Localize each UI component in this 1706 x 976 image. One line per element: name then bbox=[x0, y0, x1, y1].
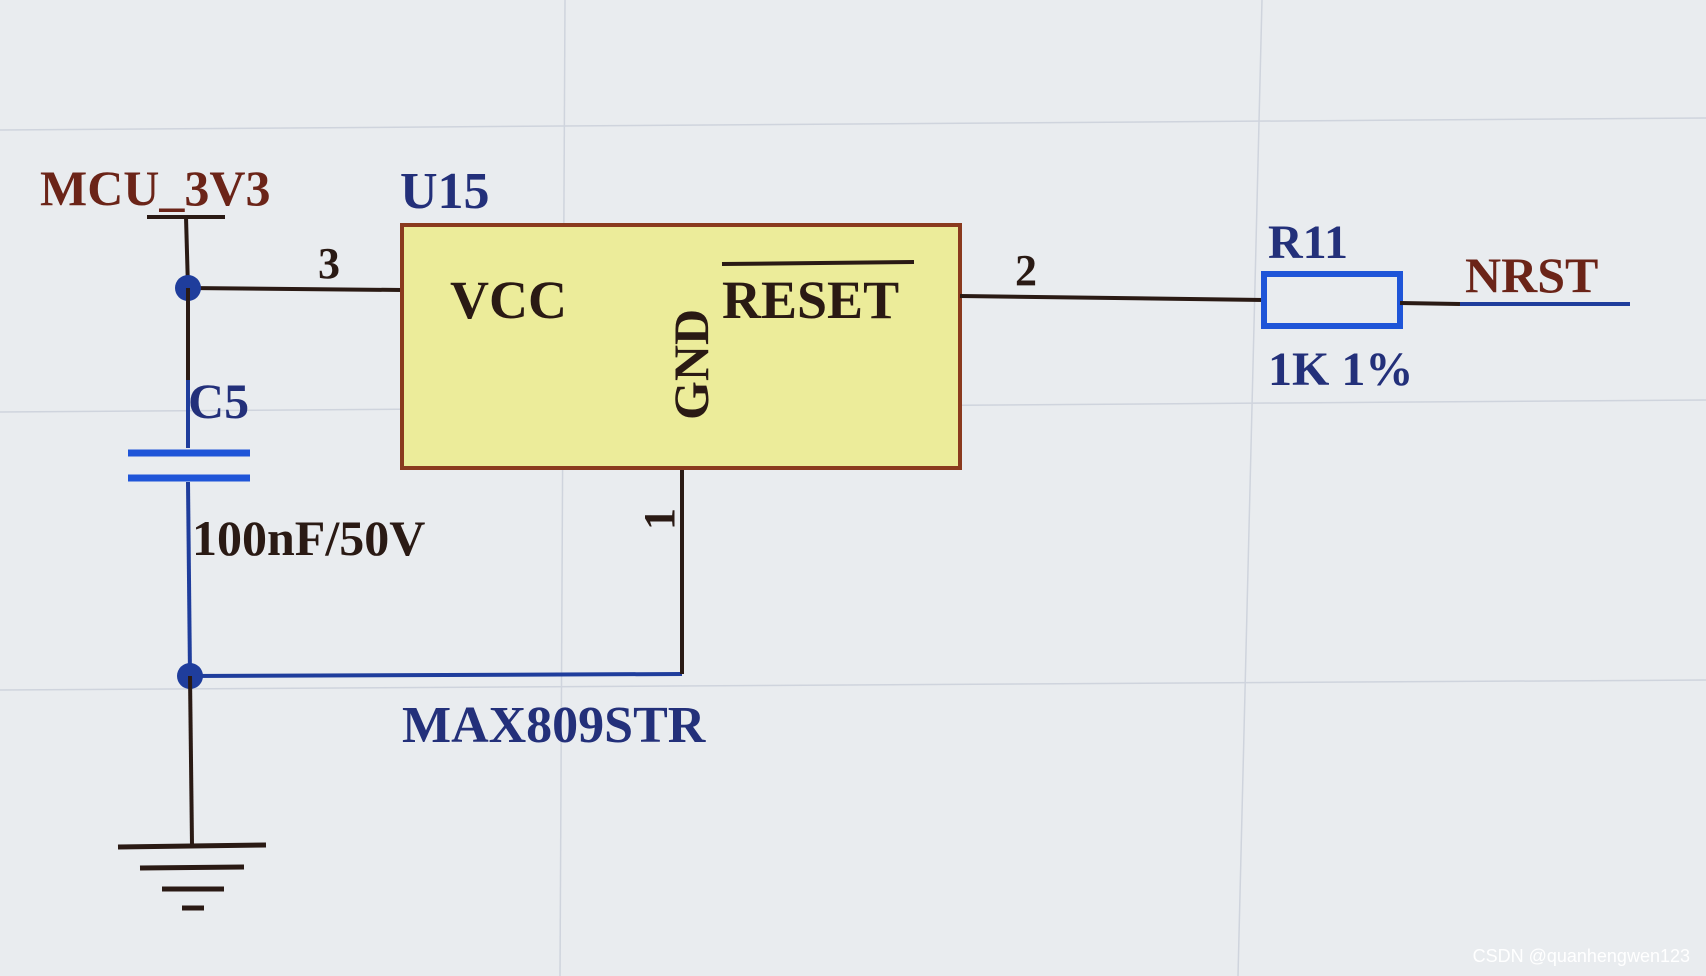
net-label-nrst: NRST bbox=[1465, 247, 1598, 303]
pin-number-2: 2 bbox=[1015, 246, 1037, 295]
r11-value: 1K 1% bbox=[1268, 343, 1413, 396]
wire-c5-to-gnd bbox=[186, 481, 192, 677]
u15-designator: U15 bbox=[400, 163, 490, 220]
net-label-mcu-3v3: MCU_3V3 bbox=[40, 160, 271, 216]
u15-pin-reset: RESET bbox=[722, 270, 899, 330]
wire-gnd-bus bbox=[189, 672, 683, 678]
wire-nrst bbox=[1399, 301, 1461, 306]
capacitor-c5[interactable] bbox=[128, 449, 250, 482]
pin-number-1: 1 bbox=[635, 508, 684, 530]
u15-part-number: MAX809STR bbox=[402, 697, 707, 754]
c5-designator: C5 bbox=[188, 373, 249, 429]
r11-designator: R11 bbox=[1268, 216, 1348, 269]
u15-pin-vcc: VCC bbox=[450, 270, 567, 330]
resistor-r11[interactable] bbox=[1261, 271, 1403, 329]
u15-pin-gnd: GND bbox=[663, 309, 719, 420]
ic-u15[interactable] bbox=[400, 223, 962, 470]
c5-value: 100nF/50V bbox=[192, 510, 425, 566]
wire-vcc bbox=[187, 286, 403, 292]
pin-number-3: 3 bbox=[318, 239, 340, 288]
watermark: CSDN @quanhengwen123 bbox=[1473, 946, 1690, 966]
ground-symbol[interactable] bbox=[117, 675, 267, 911]
wire-reset bbox=[959, 294, 1265, 302]
reset-overbar bbox=[721, 260, 915, 266]
